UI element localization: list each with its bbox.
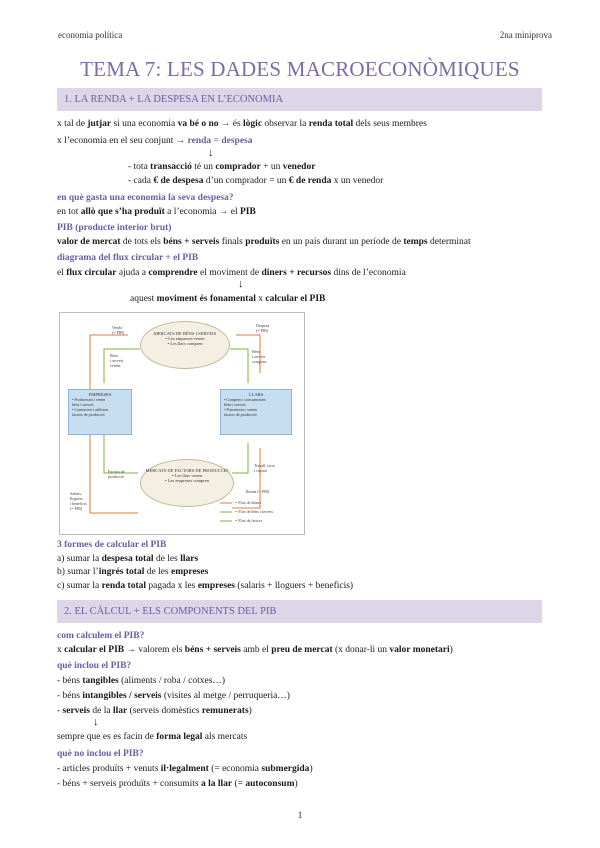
s1-line-7: el flux circular ajuda a comprendre el m…	[57, 268, 406, 278]
legend-factors: = Flux de factors	[235, 518, 263, 523]
s1-line-1: x tal de jutjar si una economia va bé o …	[57, 119, 427, 129]
header-left: economia política	[58, 30, 123, 40]
s1-line-4: - cada € de despesa d’un comprador = un …	[128, 176, 384, 186]
section-2-heading: 2. EL CÀLCUL + ELS COMPONENTS DEL PIB	[57, 600, 542, 623]
empreses-box: EMPRESES • Produeixen i venen béns i ser…	[68, 389, 132, 435]
ways-heading: 3 formes de calcular el PIB	[57, 540, 167, 550]
s2-line-6: - articles produïts + venuts il·legalmen…	[57, 764, 313, 774]
legend-money: = Flux de diners	[235, 500, 262, 505]
s1-line-5: en tot allò que s’ha produït a l’economi…	[57, 207, 256, 217]
s1-line-8: aquest moviment és fonamental x calcular…	[130, 294, 326, 304]
way-a: a) sumar la despesa total de les llars	[57, 554, 199, 564]
way-c: c) sumar la renda total pagada x les emp…	[57, 581, 354, 591]
s2-line-7: - béns + serveis produïts + consumits a …	[57, 779, 298, 789]
page-title: TEMA 7: LES DADES MACROECONÒMIQUES	[80, 57, 520, 81]
factors-market-oval: MERCATS DE FACTORS DE PRODUCCIÓ • Les ll…	[140, 459, 234, 507]
s1-line-2: x l’economia en el seu conjunt → renda =…	[57, 136, 253, 146]
label-despesa: Despesa(= PIB)	[256, 323, 270, 333]
s1-line-6: valor de mercat de tots els béns + serve…	[57, 237, 471, 247]
arrow-down-icon: ↓	[238, 278, 244, 290]
s2-line-1: x calcular el PIB → valorem els béns + s…	[57, 645, 453, 655]
s2-line-3: - béns intangibles / serveis (visites al…	[57, 691, 290, 701]
s1-line-3: - tota transacció té un comprador + un v…	[128, 162, 316, 172]
label-renda: Renda (= PIB)	[246, 489, 270, 494]
question-diagrama: diagrama del flux circular + el PIB	[57, 253, 199, 263]
question-calcul: com calculem el PIB?	[57, 631, 145, 641]
arrow-down-icon: ↓	[208, 147, 214, 159]
question-no-inclou: què no inclou el PIB?	[57, 749, 144, 759]
question-pib: PIB (producte interior brut)	[57, 223, 172, 233]
arrow-down-icon: ↓	[93, 716, 99, 728]
circular-flow-diagram: MERCATS DE BÉNS I SERVEIS • Les empreses…	[59, 312, 305, 535]
label-venda: Venda(= PIB)	[112, 325, 125, 335]
s2-line-4: - serveis de la llar (serveis domèstics …	[57, 706, 252, 716]
s2-line-5: sempre que es es facin de forma legal al…	[57, 732, 248, 742]
header-right: 2na miniprova	[499, 30, 552, 40]
way-b: b) sumar l’ingrés total de les empreses	[57, 567, 209, 577]
section-1-heading: 1. LA RENDA + LA DESPESA EN L’ECONOMIA	[57, 88, 542, 111]
s2-line-2: - béns tangibles (aliments / roba / cotx…	[57, 676, 226, 686]
page-number: 1	[297, 810, 303, 820]
question-despesa: en què gasta una economia la seva despes…	[57, 193, 234, 203]
llars-box: LLARS • Compren i consumeixen béns i ser…	[220, 389, 292, 435]
legend-goods: = Flux de béns i serveis	[235, 509, 273, 514]
question-inclou: què inclou el PIB?	[57, 661, 132, 671]
goods-market-oval: MERCATS DE BÉNS I SERVEIS • Les empreses…	[140, 321, 230, 369]
